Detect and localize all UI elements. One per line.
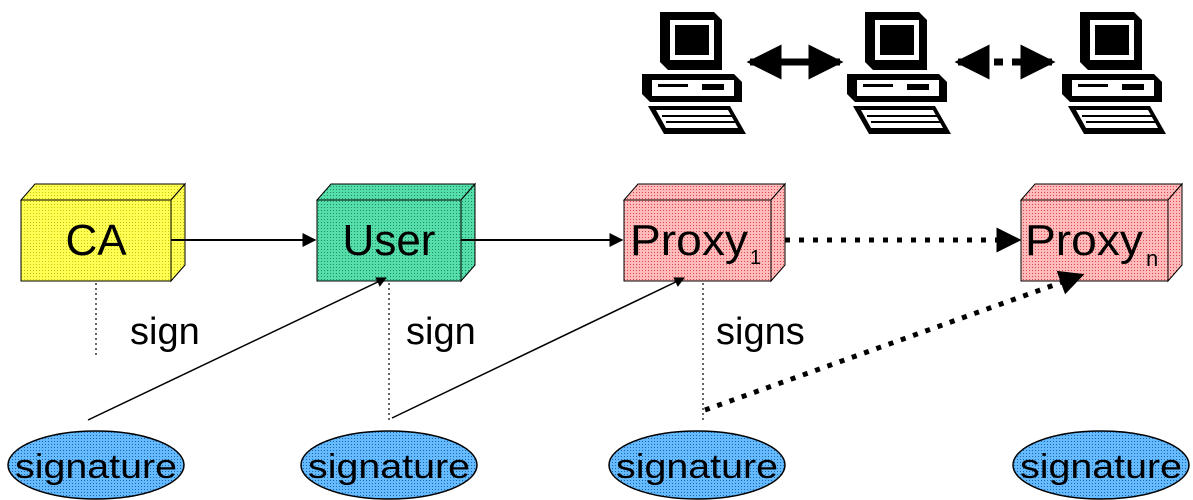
edge-sig2-proxy1 xyxy=(391,277,685,419)
node-user-label: User xyxy=(343,216,436,265)
computer-icon xyxy=(847,12,951,134)
node-ca-label: CA xyxy=(65,216,127,265)
signature-2: signature xyxy=(300,430,478,500)
node-proxy-n-subscript: n xyxy=(1146,246,1158,271)
edge-label-proxy-signs: signs xyxy=(716,311,805,353)
node-user: User xyxy=(315,182,477,283)
node-proxy-1-subscript: 1 xyxy=(750,247,761,269)
signature-3: signature xyxy=(608,430,786,500)
signature-4: signature xyxy=(1012,430,1190,500)
edge-sig1-user xyxy=(87,277,387,421)
node-proxy-1-label: Proxy xyxy=(630,216,748,265)
node-proxy-n-label: Proxy xyxy=(1025,216,1143,265)
network-computers xyxy=(642,12,1166,134)
signature-2-label: signature xyxy=(308,448,470,486)
computer-icon xyxy=(642,12,746,134)
signature-1: signature xyxy=(7,430,185,500)
edge-sig3-proxyn xyxy=(704,270,1085,413)
node-proxy-n: Proxy n xyxy=(1019,182,1184,283)
computer-icon xyxy=(1062,12,1166,134)
signature-1-label: signature xyxy=(15,448,177,486)
node-proxy-1: Proxy 1 xyxy=(622,182,787,283)
signature-4-label: signature xyxy=(1020,448,1182,486)
signature-3-label: signature xyxy=(616,448,778,486)
edge-label-user-sign: sign xyxy=(406,311,476,353)
node-ca: CA xyxy=(19,182,187,283)
edge-label-ca-sign: sign xyxy=(130,311,200,353)
